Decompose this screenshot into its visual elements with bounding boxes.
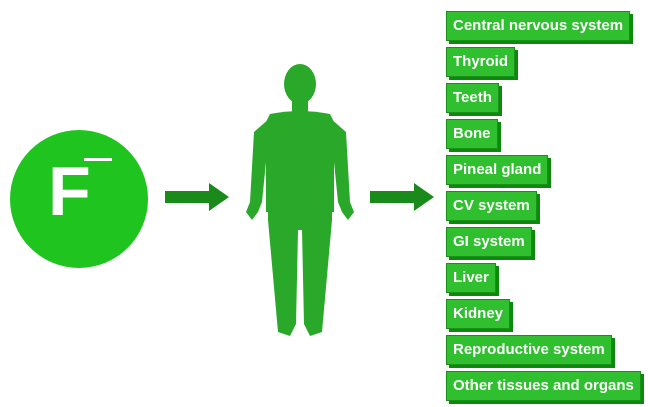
arrow-right-icon (165, 183, 229, 211)
organ-bone: Bone (446, 119, 498, 149)
organ-liver: Liver (446, 263, 496, 293)
organ-kidney: Kidney (446, 299, 510, 329)
organ-list: Central nervous system Thyroid Teeth Bon… (446, 11, 641, 407)
organ-other-tissues: Other tissues and organs (446, 371, 641, 401)
fluoride-charge-bar (84, 158, 112, 161)
human-body-icon (240, 62, 360, 344)
fluoride-symbol: F (48, 156, 91, 226)
organ-gi-system: GI system (446, 227, 532, 257)
arrow-right-icon (370, 183, 434, 211)
organ-cv-system: CV system (446, 191, 537, 221)
organ-reproductive-system: Reproductive system (446, 335, 612, 365)
fluoride-ion-circle: F (10, 130, 148, 268)
organ-thyroid: Thyroid (446, 47, 515, 77)
organ-central-nervous-system: Central nervous system (446, 11, 630, 41)
organ-pineal-gland: Pineal gland (446, 155, 548, 185)
organ-teeth: Teeth (446, 83, 499, 113)
